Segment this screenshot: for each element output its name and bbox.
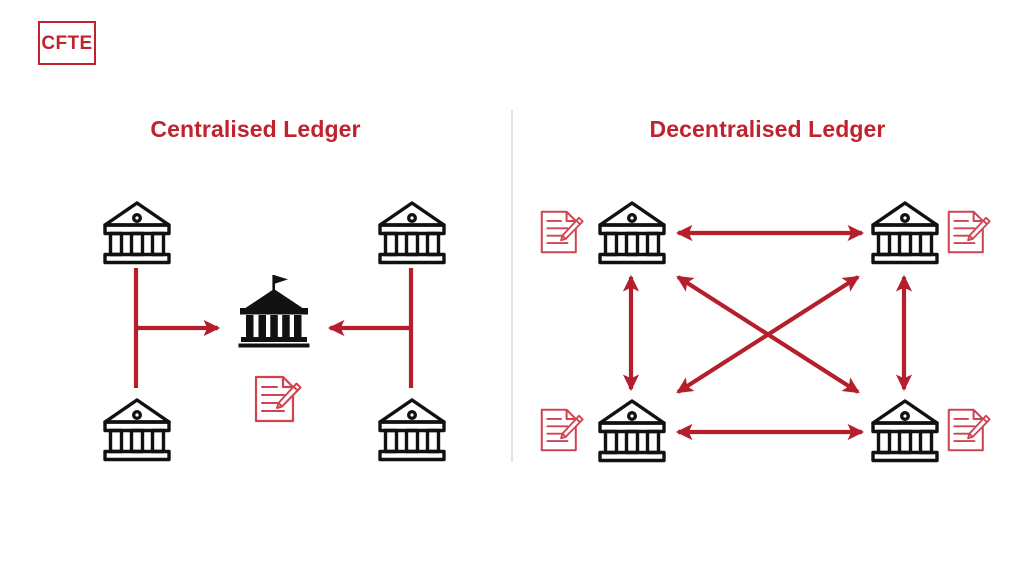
right-panel-ledger-bottom-left: [539, 407, 585, 453]
right-panel-ledger-bottom-right: [946, 407, 992, 453]
left-panel-bank-bottom-left: [101, 395, 173, 463]
centralised-ledger-title: Centralised Ledger: [150, 116, 361, 142]
decentralised-ledger-title: Decentralised Ledger: [649, 116, 886, 142]
cfte-logo: CFTE: [38, 21, 96, 65]
arrow-diagonal-tl-br: [676, 275, 860, 394]
right-panel-bank-bottom-left: [596, 396, 668, 464]
left-panel-bank-bottom-right: [376, 395, 448, 463]
right-panel-bank-top-left: [596, 198, 668, 266]
right-panel-ledger-top-right: [946, 209, 992, 255]
left-panel-bank-top-left: [101, 198, 173, 266]
arrow-diagonal-bl-tr: [676, 275, 860, 394]
left-panel-bank-top-right: [376, 198, 448, 266]
panel-divider: [511, 110, 513, 462]
right-panel-bank-bottom-right: [869, 396, 941, 464]
right-panel-bank-top-right: [869, 198, 941, 266]
central-ledger-document-icon: [253, 374, 303, 424]
cfte-logo-text: CFTE: [41, 32, 93, 54]
right-panel-ledger-top-left: [539, 209, 585, 255]
central-authority-icon: [236, 272, 312, 350]
